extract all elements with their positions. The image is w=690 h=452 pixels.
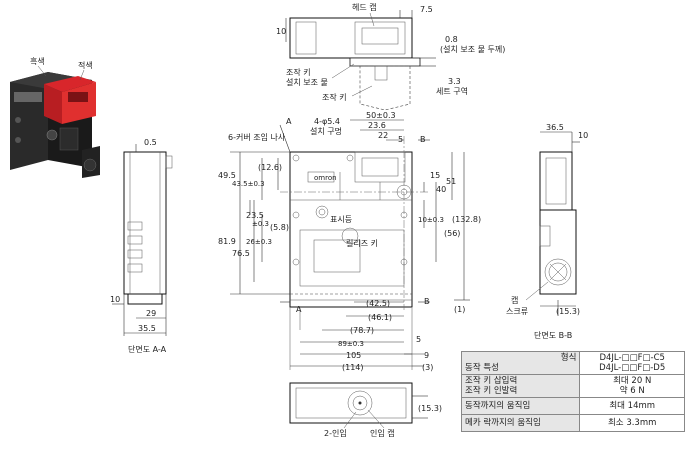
dim-10-bb: 10 [578, 131, 588, 140]
dim-26: 26±0.3 [246, 238, 272, 246]
dim-10-aa: 10 [110, 295, 120, 304]
value-3: 최소 3.3mm [579, 414, 685, 432]
section-bb-view [539, 131, 580, 316]
top-view [285, 10, 436, 111]
table-row: 동작까지의 움직임 최대 14mm [460, 397, 685, 415]
dim-15-3-bb: (15.3) [556, 307, 580, 316]
dim-15: 15 [430, 171, 440, 180]
indicator-label: 표시등 [330, 215, 352, 224]
dim-9: 9 [424, 351, 429, 360]
set-zone-label: 세트 구역 [436, 86, 468, 96]
brand-label: omron [314, 174, 337, 182]
dim-0-5: 0.5 [144, 138, 157, 147]
spec-table: 형식 동작 특성 D4JL-□□F□-C5 D4JL-□□F□-D5 조작 키 … [460, 351, 685, 432]
row-3: 메카 락까지의 움직임 [460, 414, 581, 432]
dim-46-1: (46.1) [368, 313, 392, 322]
product-photo [10, 65, 100, 178]
dim-89: 89±0.3 [338, 340, 364, 348]
sec-b-bottom: B [424, 297, 430, 306]
dim-132-8: (132.8) [452, 215, 481, 224]
section-aa-view [112, 144, 173, 336]
dim-81-9: 81.9 [218, 237, 236, 246]
dim-23-6: 23.6 [368, 121, 386, 130]
dim-43-5: 43.5±0.3 [232, 180, 265, 188]
mount-holes-1: 4-φ5.4 [314, 117, 340, 126]
label-black: 흑색 [30, 56, 45, 66]
caption-bb: 단면도 B-B [534, 330, 572, 340]
release-key-label: 릴리즈 키 [346, 239, 378, 248]
sec-a-bottom: A [296, 305, 302, 314]
table-row: 조작 키 삽입력 조작 키 인발력 최대 20 N 약 6 N [460, 374, 685, 398]
dim-22: 22 [378, 131, 388, 140]
conduit-label: 2-인입 [324, 428, 347, 438]
row-2: 동작까지의 움직임 [460, 397, 581, 415]
table-row: 형식 동작 특성 D4JL-□□F□-C5 D4JL-□□F□-D5 [460, 351, 685, 375]
dim-49-5: 49.5 [218, 171, 236, 180]
dim-51: 51 [446, 177, 456, 186]
inlet-cap-label: 인입 캡 [370, 428, 395, 438]
dim-40: 40 [436, 185, 446, 194]
spec-force-label: 조작 키 삽입력 조작 키 인발력 [460, 374, 581, 398]
dim-29: 29 [146, 309, 156, 318]
dim-12-6: (12.6) [258, 163, 282, 172]
front-view [230, 119, 470, 370]
value-1b: 약 6 N [619, 386, 645, 396]
dim-3: (3) [422, 363, 433, 372]
dim-42-5: (42.5) [366, 299, 390, 308]
dim-5-8: (5.8) [270, 223, 289, 232]
cap-screw-2: 스크류 [506, 307, 528, 316]
dim-3-3: 3.3 [448, 77, 461, 86]
spec-force-value: 최대 20 N 약 6 N [579, 374, 685, 398]
dim-35-5: 35.5 [138, 324, 156, 333]
value-2: 최대 14mm [579, 397, 685, 415]
label-red: 적색 [78, 60, 93, 70]
model-cell: D4JL-□□F□-C5 D4JL-□□F□-D5 [579, 351, 685, 375]
caption-aa: 단면도 A-A [128, 344, 167, 354]
cover-screw-label: 6-커버 조임 나사 [228, 132, 286, 142]
row-1b: 조작 키 인발력 [465, 386, 518, 396]
dim-10-03: 10±0.3 [418, 216, 444, 224]
value-1a: 최대 20 N [613, 376, 652, 386]
sec-a-top: A [286, 117, 292, 126]
dim-76-5: 76.5 [232, 249, 250, 258]
dim-36-5: 36.5 [546, 123, 564, 132]
dim-15-3-bottom: (15.3) [418, 404, 442, 413]
bottom-view [289, 382, 428, 429]
sec-b-top: B [420, 135, 426, 144]
dim-7-5: 7.5 [420, 5, 433, 14]
dim-10-top: 10 [276, 27, 286, 36]
dim-23-5: 23.5 [246, 211, 264, 220]
dim-105: 105 [346, 351, 361, 360]
model-2: D4JL-□□F□-D5 [599, 363, 666, 373]
dim-0-8: 0.8 [445, 35, 458, 44]
dim-114: (114) [342, 363, 364, 372]
key-aid-label-1: 조작 키 [286, 67, 311, 77]
dim-5-b: 5 [416, 335, 421, 344]
row-1a: 조작 키 삽입력 [465, 376, 518, 386]
head-cap-label: 헤드 캡 [352, 2, 377, 12]
table-row: 메카 락까지의 움직임 최소 3.3mm [460, 414, 685, 432]
model-1: D4JL-□□F□-C5 [599, 353, 665, 363]
dim-56: (56) [444, 229, 460, 238]
cap-screw-1: 캡 [511, 295, 518, 305]
dim-0-3a: ±0.3 [252, 220, 269, 228]
dim-1: (1) [454, 305, 465, 314]
spec-header-cell: 형식 동작 특성 [460, 351, 581, 375]
dim-78-7: (78.7) [350, 326, 374, 335]
row-header: 동작 특성 [465, 363, 499, 373]
op-key-label: 조작 키 [322, 92, 347, 102]
note-0-8: (설치 보조 물 두께) [440, 44, 505, 54]
col-model: 형식 [560, 353, 577, 363]
key-aid-label-2: 설치 보조 물 [286, 77, 328, 87]
dim-5-a: 5 [398, 135, 403, 144]
mount-holes-2: 설치 구멍 [310, 126, 342, 136]
dim-50: 50±0.3 [366, 111, 396, 120]
